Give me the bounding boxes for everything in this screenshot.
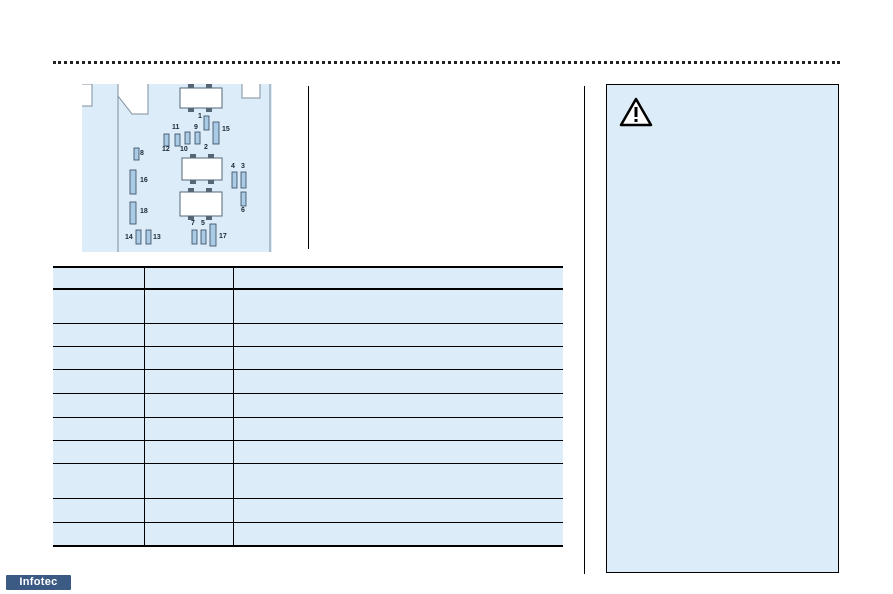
fuse-label-6: 6 — [241, 207, 245, 214]
warning-triangle-icon — [619, 97, 653, 132]
header-dotted-rule — [53, 61, 840, 64]
table-row — [53, 322, 563, 346]
table-row — [53, 439, 563, 463]
column-divider — [584, 86, 585, 574]
fuse-label-2: 2 — [204, 144, 208, 151]
fuse-label-4: 4 — [231, 163, 235, 170]
fuse-label-9: 9 — [194, 124, 198, 131]
table-row — [53, 288, 563, 323]
table-header-cell — [144, 267, 234, 290]
fuse-label-13: 13 — [153, 234, 161, 241]
table-row — [53, 345, 563, 369]
fuse-label-1: 1 — [198, 113, 202, 120]
table-row — [53, 497, 563, 522]
warning-box — [606, 84, 839, 573]
table-row — [53, 392, 563, 417]
infotec-logo: Infotec — [6, 575, 71, 590]
table-header-cell — [53, 267, 145, 290]
table-header-row — [53, 267, 563, 290]
fuse-label-11: 11 — [172, 124, 180, 131]
table-row — [53, 462, 563, 498]
table-header-cell — [233, 267, 563, 290]
diagram-divider — [308, 86, 309, 249]
fuse-label-3: 3 — [241, 163, 245, 170]
fuse-label-10: 10 — [180, 146, 188, 153]
table-row — [53, 368, 563, 393]
fuse-label-18: 18 — [140, 208, 148, 215]
fuse-table — [53, 266, 563, 547]
fuse-label-5: 5 — [201, 220, 205, 227]
fuse-label-17: 17 — [219, 233, 227, 240]
table-row — [53, 416, 563, 440]
table-row — [53, 521, 563, 546]
fuse-label-16: 16 — [140, 177, 148, 184]
fuse-label-14: 14 — [125, 234, 133, 241]
fuse-label-15: 15 — [222, 126, 230, 133]
fuse-label-8: 8 — [140, 150, 144, 157]
fuse-label-12: 12 — [162, 146, 170, 153]
fuse-label-7: 7 — [191, 220, 195, 227]
fuse-box-diagram: 1 2 3 4 5 6 7 8 9 10 11 12 13 14 15 16 1… — [82, 84, 272, 252]
